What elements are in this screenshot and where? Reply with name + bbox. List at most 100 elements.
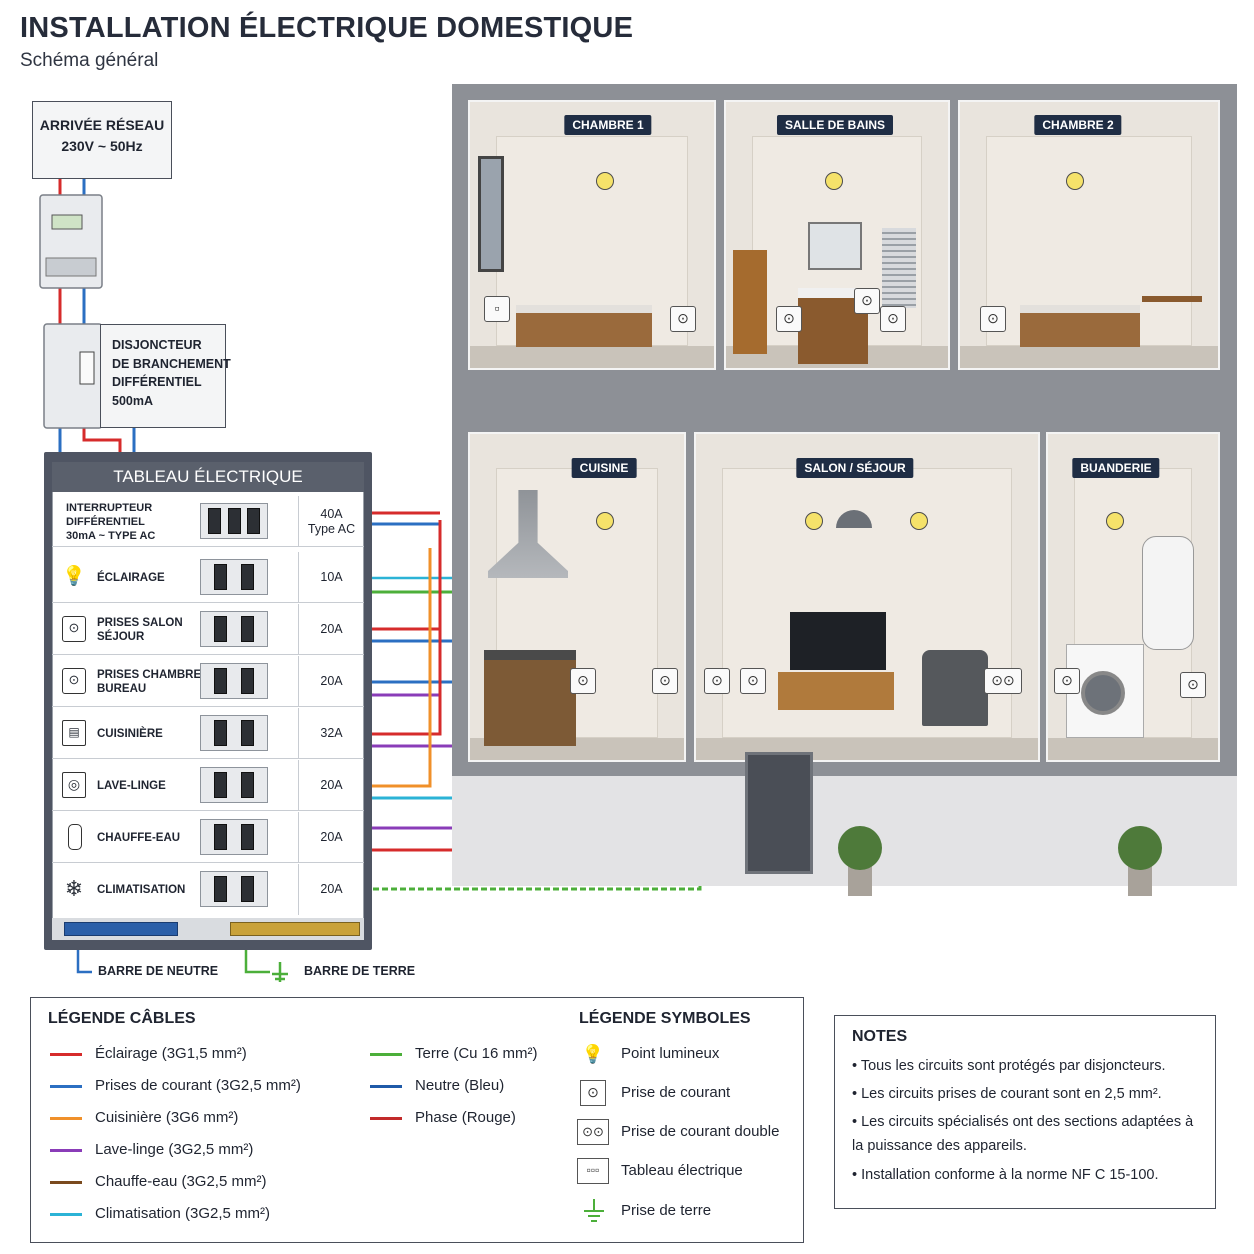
socket-icon: ⊙: [1054, 668, 1080, 694]
rating-value: 20A: [320, 674, 343, 688]
legend-symbol-label: Point lumineux: [621, 1045, 720, 1062]
row-divider: [298, 760, 299, 811]
row-divider: [298, 864, 299, 915]
socket-icon: ⊙: [652, 668, 678, 694]
breaker-switch[interactable]: [200, 715, 268, 751]
panel-row-label-line: LAVE-LINGE: [97, 779, 166, 792]
panel-row-label: PRISES SALON SÉJOUR: [97, 604, 183, 655]
legend-symbol-label: Tableau électrique: [621, 1162, 743, 1179]
room-label: CHAMBRE 1: [564, 115, 652, 135]
bus-bars: [52, 918, 364, 940]
row-divider: [298, 708, 299, 759]
bulb-icon: 💡: [581, 1044, 605, 1064]
earth-bar-label: BARRE DE TERRE: [304, 964, 416, 978]
socket-icon: ⊙: [62, 668, 86, 694]
row-divider: [298, 496, 299, 547]
supply-box: ARRIVÉE RÉSEAU 230V ~ 50Hz: [32, 101, 172, 179]
legend-symbol-label: Prise de courant: [621, 1084, 731, 1101]
legend-cable-label: Chauffe-eau (3G2,5 mm²): [95, 1173, 267, 1190]
breaker-switch[interactable]: [200, 663, 268, 699]
legend-cable-label: Éclairage (3G1,5 mm²): [95, 1045, 247, 1062]
light-point-icon: [910, 512, 928, 530]
main-breaker-line: DISJONCTEUR: [112, 338, 202, 352]
legend-cable-label: Terre (Cu 16 mm²): [415, 1045, 538, 1062]
panel-row-rating: 32A: [299, 708, 364, 759]
cable-swatch: [50, 1213, 82, 1216]
panel-row-label: PRISES CHAMBRES BUREAU: [97, 656, 209, 707]
front-door: [745, 752, 813, 874]
row-divider: [298, 552, 299, 603]
light-point-icon: [596, 172, 614, 190]
rating-value: 20A: [320, 830, 343, 844]
cable-swatch: [370, 1053, 402, 1056]
cable-swatch: [50, 1149, 82, 1152]
towel-radiator: [882, 228, 916, 308]
rating-value: 32A: [320, 726, 343, 740]
room-label: SALON / SÉJOUR: [796, 458, 914, 478]
breaker-switch[interactable]: [200, 871, 268, 907]
stove-icon: ▤: [62, 720, 86, 746]
panel-row-label-line: SÉJOUR: [97, 630, 145, 643]
page-subtitle: Schéma général: [20, 50, 159, 71]
room-label: CHAMBRE 2: [1034, 115, 1122, 135]
panel-row-label-line: CLIMATISATION: [97, 883, 186, 896]
light-point-icon: [825, 172, 843, 190]
breaker-switch[interactable]: [200, 767, 268, 803]
room-salon-sejour: [694, 432, 1040, 762]
row-divider: [298, 656, 299, 707]
window: [478, 156, 504, 272]
breaker-switch[interactable]: [200, 559, 268, 595]
panel-row-rating: 20A: [299, 760, 364, 811]
panel-row-chauffe-eau: CHAUFFE-EAU 20A: [52, 812, 364, 863]
switch-icon: ▫: [484, 296, 510, 322]
bed: [1020, 305, 1140, 347]
earth-icon: [584, 1199, 604, 1222]
light-point-icon: [805, 512, 823, 530]
armchair: [922, 650, 988, 726]
bed: [516, 305, 652, 347]
legend-cable-label: Neutre (Bleu): [415, 1077, 505, 1094]
rating-value: 20A: [320, 622, 343, 636]
cable-swatch: [50, 1181, 82, 1184]
panel-title: TABLEAU ÉLECTRIQUE: [52, 462, 364, 492]
note-item: • Les circuits spécialisés ont des secti…: [852, 1114, 1194, 1154]
panel-row-label-line: 30mA ~ TYPE AC: [66, 529, 156, 542]
mirror: [808, 222, 862, 270]
panel-row-label-line: CUISINIÈRE: [97, 727, 163, 740]
light-point-icon: [1106, 512, 1124, 530]
page-title: INSTALLATION ÉLECTRIQUE DOMESTIQUE: [20, 12, 634, 44]
room-label: BUANDERIE: [1072, 458, 1160, 478]
legend-cable-label: Cuisinière (3G6 mm²): [95, 1109, 239, 1126]
panel-row-label: INTERRUPTEUR DIFFÉRENTIEL 30mA ~ TYPE AC: [66, 496, 155, 547]
socket-icon: ⊙: [980, 306, 1006, 332]
panel-row-rating: 20A: [299, 864, 364, 915]
main-breaker-line: DE BRANCHEMENT: [112, 356, 231, 371]
neutral-bar-label: BARRE DE NEUTRE: [98, 964, 219, 978]
television: [790, 612, 886, 670]
cable-swatch: [50, 1085, 82, 1088]
electrical-panel-body: [52, 462, 364, 940]
panel-row-prises-chambres: ⊙ PRISES CHAMBRES BUREAU 20A: [52, 656, 364, 707]
panel-row-label: CHAUFFE-EAU: [97, 812, 180, 863]
notes-title: NOTES: [852, 1028, 908, 1045]
panel-row-label-line: INTERRUPTEUR: [66, 501, 153, 514]
light-point-icon: [1066, 172, 1084, 190]
legend-cable-label: Prises de courant (3G2,5 mm²): [95, 1077, 301, 1094]
legend-panel: [30, 997, 804, 1243]
cable-swatch: [370, 1117, 402, 1120]
breaker-switch[interactable]: [200, 819, 268, 855]
legend-symbols-title: LÉGENDE SYMBOLES: [579, 1010, 751, 1027]
breaker-switch[interactable]: [200, 611, 268, 647]
row-divider: [298, 604, 299, 655]
earth-bar: [230, 922, 360, 936]
note-item: • Installation conforme à la norme NF C …: [852, 1167, 1159, 1183]
rating-value: 40A: [320, 506, 343, 521]
plant: [1118, 826, 1162, 896]
panel-row-lave-linge: ◎ LAVE-LINGE 20A: [52, 760, 364, 811]
breaker-switch[interactable]: [200, 503, 268, 539]
room-label: SALLE DE BAINS: [776, 115, 894, 135]
main-breaker-label: DISJONCTEUR DE BRANCHEMENT DIFFÉRENTIEL …: [100, 324, 231, 428]
panel-row-eclairage: 💡 ÉCLAIRAGE 10A: [52, 552, 364, 603]
socket-icon: ⊙: [776, 306, 802, 332]
rating-type: Type AC: [307, 521, 356, 536]
